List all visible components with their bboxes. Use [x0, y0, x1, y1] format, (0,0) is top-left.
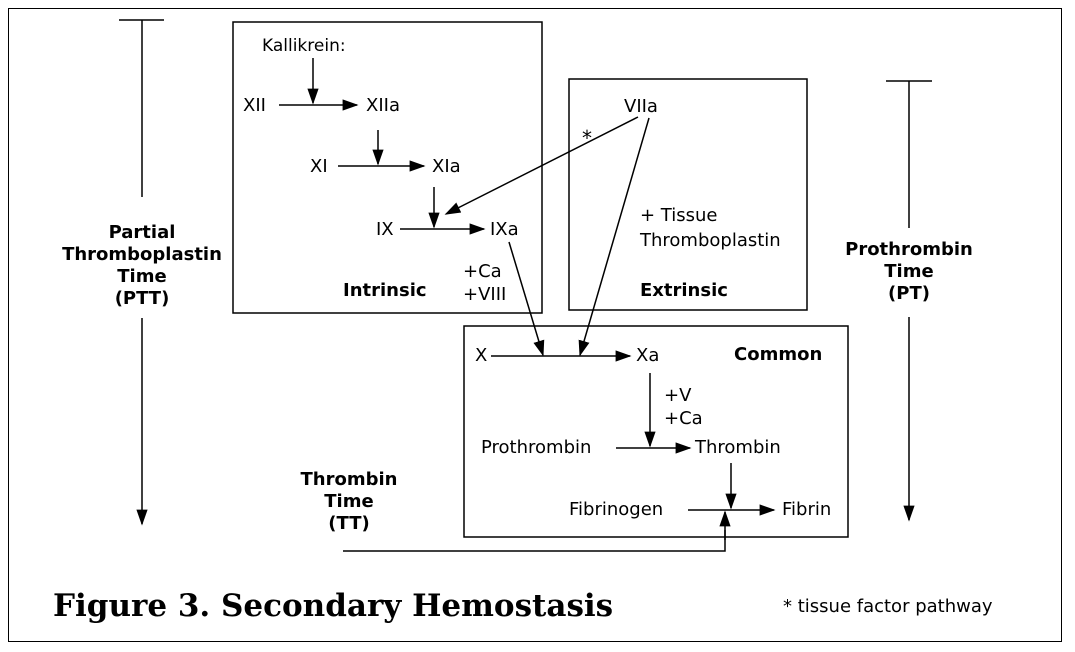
figure-frame — [8, 8, 1062, 642]
intrinsic-cofactor-viii: +VIII — [463, 284, 507, 305]
factor-x: X — [475, 345, 488, 366]
common-cofactor-ca: +Ca — [664, 408, 703, 429]
factor-ix: IX — [376, 219, 394, 240]
ptt-line-2: Thromboplastin — [62, 244, 222, 265]
factor-xiia: XIIa — [366, 95, 400, 116]
extrinsic-title: Extrinsic — [640, 280, 728, 301]
factor-xi: XI — [310, 156, 328, 177]
viia-to-x-arrow — [578, 117, 650, 357]
extrinsic-box — [568, 78, 808, 311]
intrinsic-box — [232, 21, 543, 314]
factor-xii: XII — [243, 95, 266, 116]
intrinsic-title: Intrinsic — [343, 280, 427, 301]
prothrombin-label: Prothrombin — [481, 437, 592, 458]
factor-xa: Xa — [636, 345, 660, 366]
kallikrein-label: Kallikrein: — [262, 36, 346, 56]
tissue-label-1: + Tissue — [640, 205, 718, 226]
factor-xia: XIa — [432, 156, 461, 177]
ptt-line-3: Time — [117, 266, 167, 287]
common-cofactor-v: +V — [664, 385, 692, 406]
footnote: * tissue factor pathway — [783, 596, 993, 617]
pt-label: Prothrombin Time (PT) — [829, 239, 989, 305]
viia-to-ix-arrow — [444, 116, 639, 215]
intrinsic-cofactor-ca: +Ca — [463, 261, 502, 282]
pt-line-2: Time — [884, 261, 934, 282]
thrombin-label: Thrombin — [695, 437, 781, 458]
tt-line-1: Thrombin — [300, 469, 398, 490]
pt-line-1: Prothrombin — [845, 239, 973, 260]
factor-viia: VIIa — [624, 96, 658, 117]
tt-line-2: Time — [324, 491, 374, 512]
ptt-line-1: Partial — [108, 222, 176, 243]
factor-ixa: IXa — [490, 219, 519, 240]
tissue-factor-asterisk: * — [582, 126, 592, 150]
common-title: Common — [734, 344, 823, 365]
ptt-line-4: (PTT) — [114, 288, 170, 309]
ixa-to-x-arrow — [508, 241, 545, 357]
fibrin-label: Fibrin — [782, 499, 832, 520]
tissue-label-2: Thromboplastin — [640, 230, 781, 251]
fibrinogen-label: Fibrinogen — [569, 499, 664, 520]
tt-label: Thrombin Time (TT) — [279, 469, 419, 535]
pt-line-3: (PT) — [888, 283, 930, 304]
tt-line-3: (TT) — [328, 513, 370, 534]
figure-title: Figure 3. Secondary Hemostasis — [53, 588, 614, 624]
common-box — [463, 325, 849, 538]
ptt-label: Partial Thromboplastin Time (PTT) — [52, 222, 232, 310]
